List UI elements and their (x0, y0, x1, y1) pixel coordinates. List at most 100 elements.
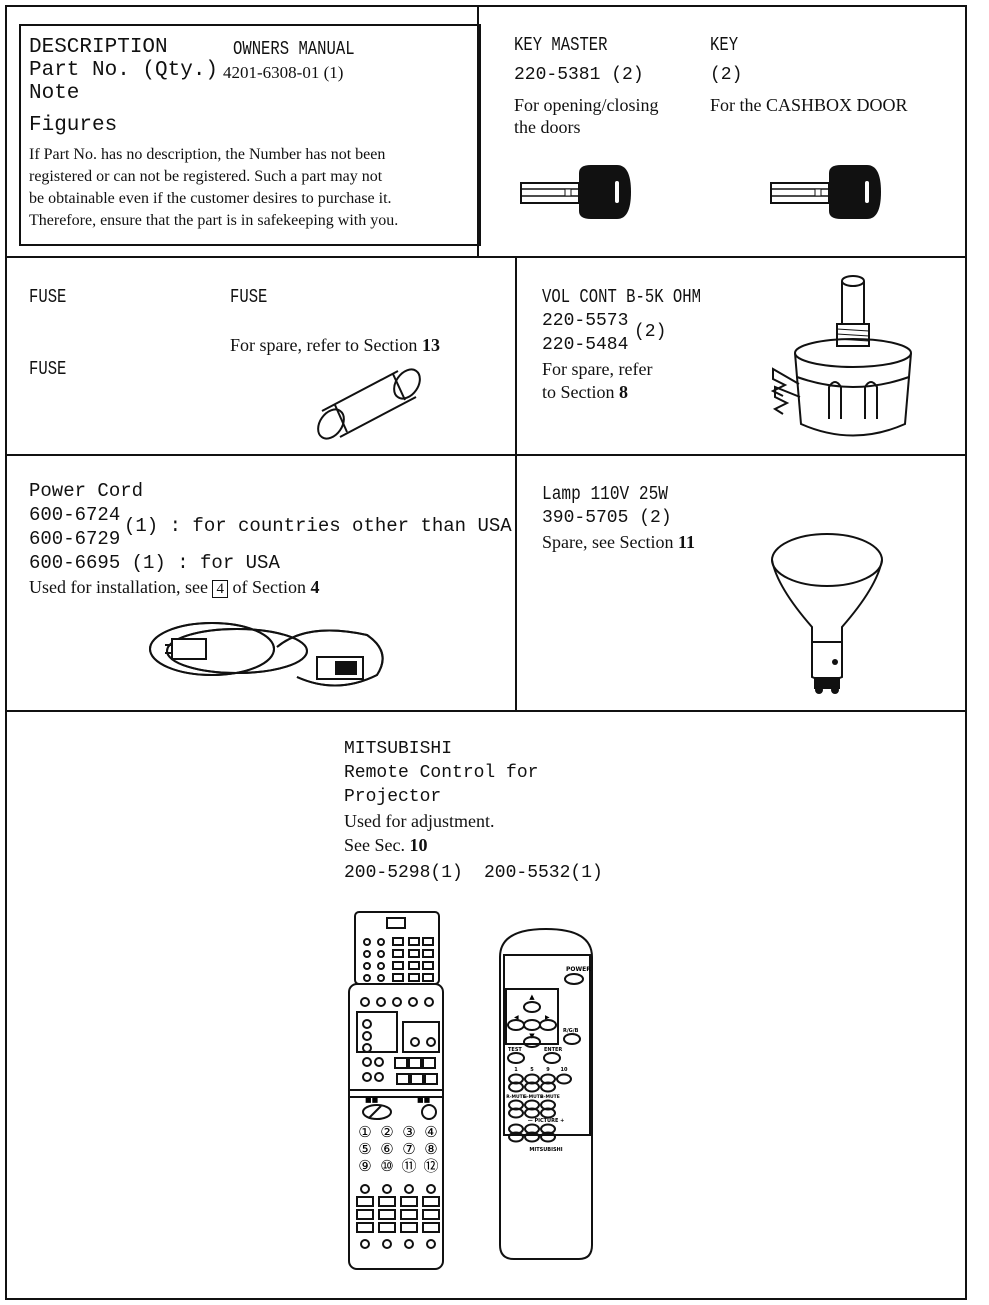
r1-mid-button[interactable] (362, 1072, 372, 1082)
r1-cover-button[interactable] (377, 950, 385, 958)
r2-center-button[interactable] (523, 1019, 541, 1031)
r1-cover-button[interactable] (377, 962, 385, 970)
r1-lower-button[interactable] (382, 1184, 392, 1194)
r2-picture-button[interactable] (524, 1131, 540, 1143)
r1-number-button-9[interactable]: ⑨ (358, 1157, 371, 1175)
r1-bottom-button[interactable] (404, 1239, 414, 1249)
r1-cover-button[interactable] (392, 973, 404, 982)
r1-cover-button[interactable] (408, 961, 420, 970)
r1-bottom-button[interactable] (382, 1239, 392, 1249)
power-cord-illustration (149, 622, 384, 687)
r2-number-button[interactable] (556, 1073, 572, 1085)
r1-panel-button[interactable] (362, 1019, 372, 1029)
r1-cover-button[interactable] (392, 949, 404, 958)
r1-lower-button[interactable] (400, 1222, 418, 1233)
r2-mute-button[interactable] (508, 1107, 524, 1119)
r2-picture-button[interactable] (508, 1131, 524, 1143)
r1-bottom-button[interactable] (426, 1239, 436, 1249)
r1-upper-button[interactable] (424, 997, 434, 1007)
r2-test-button[interactable] (507, 1052, 525, 1064)
r1-number-button-12[interactable]: ⑫ (423, 1157, 438, 1175)
r1-lower-button[interactable] (356, 1196, 374, 1207)
r1-mid-button[interactable] (410, 1073, 424, 1085)
r2-right-button[interactable] (539, 1019, 557, 1031)
r1-cover-button[interactable] (377, 938, 385, 946)
r1-number-button-6[interactable]: ⑥ (380, 1140, 393, 1158)
r2-number-button[interactable] (524, 1081, 540, 1093)
r2-enter-button[interactable] (543, 1052, 561, 1064)
r1-panel-button[interactable] (362, 1031, 372, 1041)
r2-power-label: POWER (566, 966, 591, 973)
r1-upper-button[interactable] (392, 997, 402, 1007)
r2-down-button[interactable] (523, 1036, 541, 1048)
r1-cover-button[interactable] (377, 974, 385, 982)
r1-upper-button[interactable] (376, 997, 386, 1007)
r1-cover-button[interactable] (392, 937, 404, 946)
r1-cover-button[interactable] (408, 973, 420, 982)
r1-panel-button[interactable] (410, 1037, 420, 1047)
r1-mid-button[interactable] (396, 1073, 410, 1085)
r2-left-button[interactable] (507, 1019, 525, 1031)
r1-lower-button[interactable] (360, 1184, 370, 1194)
r1-mid-button[interactable] (408, 1057, 422, 1069)
r1-lower-button[interactable] (400, 1196, 418, 1207)
r1-lower-button[interactable] (422, 1196, 440, 1207)
r1-number-button-8[interactable]: ⑧ (424, 1140, 437, 1158)
r1-bottom-button[interactable] (360, 1239, 370, 1249)
fuse-note: For spare, refer to Section 13 (230, 335, 440, 355)
r1-panel-button[interactable] (362, 1043, 372, 1053)
r1-cover-button[interactable] (422, 937, 434, 946)
r2-number-button[interactable] (540, 1081, 556, 1093)
r1-mid-button[interactable] (374, 1057, 384, 1067)
r1-cover-button[interactable] (422, 961, 434, 970)
r2-rgb-button[interactable] (563, 1033, 581, 1045)
key-master-note-2: the doors (514, 117, 581, 137)
r1-number-button-3[interactable]: ③ (402, 1123, 415, 1141)
r1-cover-button[interactable] (408, 949, 420, 958)
r1-cover-button[interactable] (392, 961, 404, 970)
r1-cover-button[interactable] (363, 950, 371, 958)
r2-number-button[interactable] (508, 1081, 524, 1093)
r1-lower-button[interactable] (426, 1184, 436, 1194)
divider-row-2 (7, 454, 965, 456)
r1-cover-button[interactable] (422, 973, 434, 982)
r2-up-button[interactable] (523, 1001, 541, 1013)
r1-lower-button[interactable] (378, 1209, 396, 1220)
r2-picture-button[interactable] (540, 1131, 556, 1143)
r2-mute-button[interactable] (524, 1107, 540, 1119)
r1-lower-button[interactable] (356, 1222, 374, 1233)
r2-mute-label: B-MUTE (540, 1094, 560, 1100)
vol-title: VOL CONT B-5K OHM (542, 286, 701, 308)
r1-lower-button[interactable] (378, 1196, 396, 1207)
r1-lower-button[interactable] (422, 1209, 440, 1220)
r1-upper-button[interactable] (408, 997, 418, 1007)
r1-number-button-1[interactable]: ① (358, 1123, 371, 1141)
r1-cover-button[interactable] (408, 937, 420, 946)
r1-cover-button[interactable] (422, 949, 434, 958)
r1-lower-button[interactable] (356, 1209, 374, 1220)
r1-mid-button[interactable] (362, 1057, 372, 1067)
r1-upper-button[interactable] (360, 997, 370, 1007)
r1-lower-button[interactable] (422, 1222, 440, 1233)
legend-notice-2: registered or can not be registered. Suc… (29, 168, 383, 185)
r1-mid-button[interactable] (374, 1072, 384, 1082)
r1-number-button-5[interactable]: ⑤ (358, 1140, 371, 1158)
r1-number-button-7[interactable]: ⑦ (402, 1140, 415, 1158)
r1-lower-button[interactable] (404, 1184, 414, 1194)
r1-mid-button[interactable] (394, 1057, 408, 1069)
r1-lower-button[interactable] (400, 1209, 418, 1220)
r1-cover-button[interactable] (363, 938, 371, 946)
r1-cover-button[interactable] (363, 962, 371, 970)
r1-lower-button[interactable] (378, 1222, 396, 1233)
r1-number-button-11[interactable]: ⑪ (401, 1157, 416, 1175)
r1-cover-button[interactable] (363, 974, 371, 982)
r1-number-button-2[interactable]: ② (380, 1123, 393, 1141)
r1-panel-button[interactable] (426, 1037, 436, 1047)
r1-mid-button[interactable] (422, 1057, 436, 1069)
divider-col-mid (515, 256, 517, 710)
r1-number-button-10[interactable]: ⑩ (380, 1157, 393, 1175)
r2-mute-button[interactable] (540, 1107, 556, 1119)
r1-number-button-4[interactable]: ④ (424, 1123, 437, 1141)
r1-mid-button[interactable] (424, 1073, 438, 1085)
r2-power-button[interactable] (564, 973, 584, 985)
